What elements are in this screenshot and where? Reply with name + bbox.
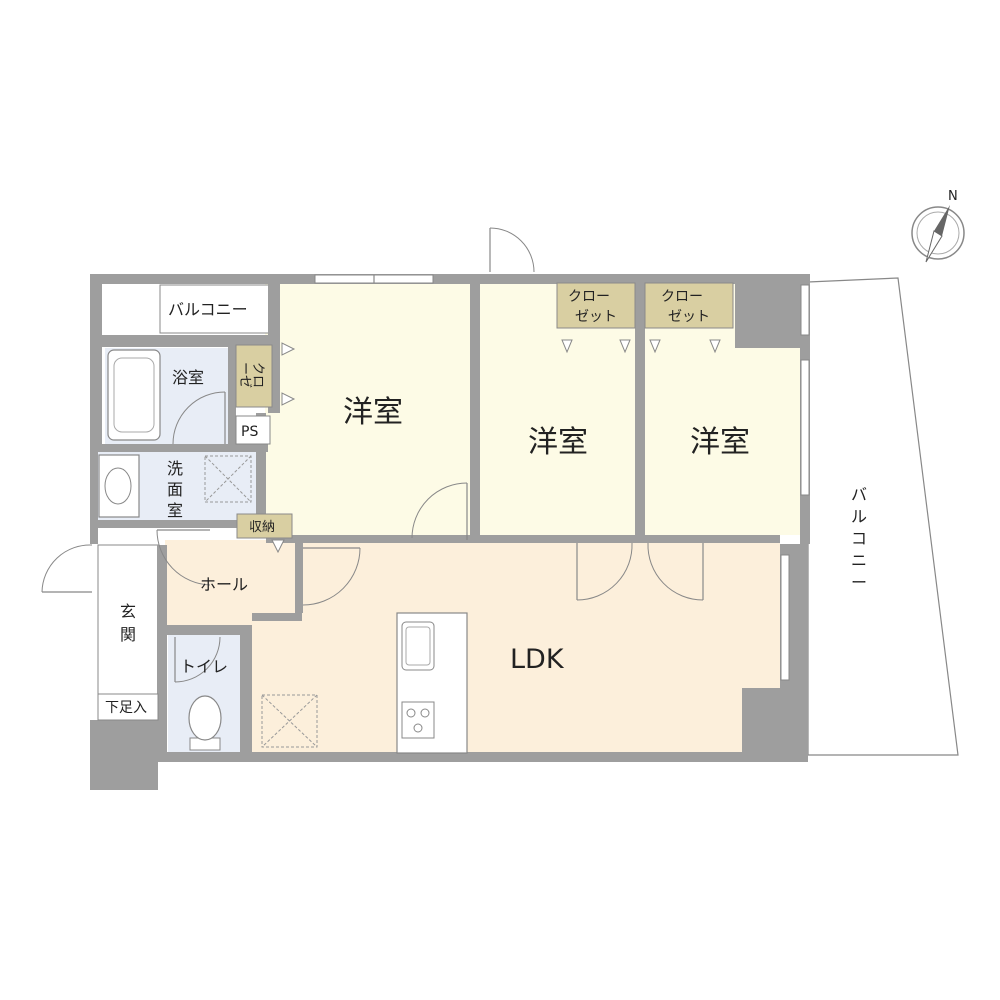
closet-door-marker (281, 342, 296, 356)
ps-box (235, 415, 271, 445)
windows (314, 274, 810, 681)
closet-right-label-2: ゼット (668, 309, 710, 325)
ldk-label: LDK (510, 644, 565, 675)
shoe-storage-label: 下足入 (105, 700, 147, 716)
balcony-large-outline (807, 277, 959, 756)
closets (235, 282, 734, 554)
balcony-small-floor (159, 284, 271, 334)
refrigerator-space-icon (261, 694, 318, 748)
closet-door-marker (619, 339, 631, 354)
ldk-floor (252, 543, 780, 753)
balcony-large-label-4: ニ (851, 551, 867, 570)
washroom-label-1: 洗 (167, 459, 183, 478)
washroom-label-3: 室 (167, 501, 183, 520)
compass-icon: N (911, 189, 965, 263)
closet-mid-label-1: クロー (568, 289, 610, 305)
closet-left-label-1: クロ (250, 362, 265, 388)
wall (165, 625, 240, 635)
storage (236, 513, 293, 539)
closet-left (235, 344, 273, 408)
wall (252, 613, 302, 621)
fixtures (97, 349, 468, 754)
balcony-small-label: バルコニー (168, 300, 248, 319)
window (800, 284, 810, 336)
bathtub-inner (113, 357, 155, 433)
wall (295, 543, 303, 613)
western-room-2-label: 洋室 (528, 425, 588, 460)
entrance-label-2: 関 (120, 625, 136, 644)
balcony-large-label-2: ル (851, 507, 867, 526)
closet-door-marker (709, 339, 721, 354)
shoe-storage-box (97, 693, 159, 721)
wall (266, 535, 780, 543)
wall (90, 720, 158, 790)
wall (228, 347, 236, 447)
western-room-1-label: 洋室 (343, 395, 403, 430)
wall (158, 752, 808, 762)
closet-mid (556, 282, 636, 329)
wall (635, 283, 645, 543)
wall (240, 625, 252, 755)
wall (470, 283, 480, 543)
hall-label: ホール (200, 575, 248, 594)
labels: 洋室 洋室 洋室 LDK 浴室 ホール トイレ 下足入 PS 収納 バルコニー … (105, 289, 867, 716)
entrance-label-1: 玄 (120, 602, 136, 621)
bathroom-label: 浴室 (172, 368, 204, 387)
washroom-label-2: 面 (167, 480, 183, 499)
closet-door-marker (281, 392, 296, 406)
toilet-label: トイレ (180, 657, 228, 676)
wall (98, 444, 268, 452)
compass-north-label: N (948, 189, 958, 204)
closet-door-marker (649, 339, 661, 354)
wall (157, 545, 167, 755)
wall (90, 274, 280, 284)
closet-door-marker (271, 539, 285, 554)
balcony-large-label-5: ー (851, 573, 867, 592)
closet-door-marker (561, 339, 573, 354)
western-room-3-label: 洋室 (690, 425, 750, 460)
wall (742, 688, 808, 758)
wall (735, 283, 800, 348)
ps-label: PS (241, 424, 258, 440)
wall (270, 274, 810, 284)
closet-right-label-1: クロー (661, 289, 703, 305)
wall (98, 335, 273, 347)
balcony-large-label-1: バ (851, 485, 867, 504)
toilet-bowl-icon (188, 695, 222, 741)
window (800, 359, 810, 496)
stove-icon (401, 701, 435, 739)
doors (41, 227, 704, 683)
balcony-large-label-3: コ (851, 529, 867, 548)
washing-machine-space-icon (204, 455, 252, 503)
closet-mid-label-2: ゼット (575, 309, 617, 325)
closet-left-label-2: ーゼ (237, 362, 252, 388)
wall (90, 449, 98, 544)
window (780, 554, 790, 681)
entrance-floor (97, 544, 159, 721)
wall (98, 520, 266, 528)
closet-right (644, 282, 734, 329)
wall (256, 413, 266, 538)
wall (90, 274, 102, 449)
storage-label: 収納 (249, 520, 275, 535)
